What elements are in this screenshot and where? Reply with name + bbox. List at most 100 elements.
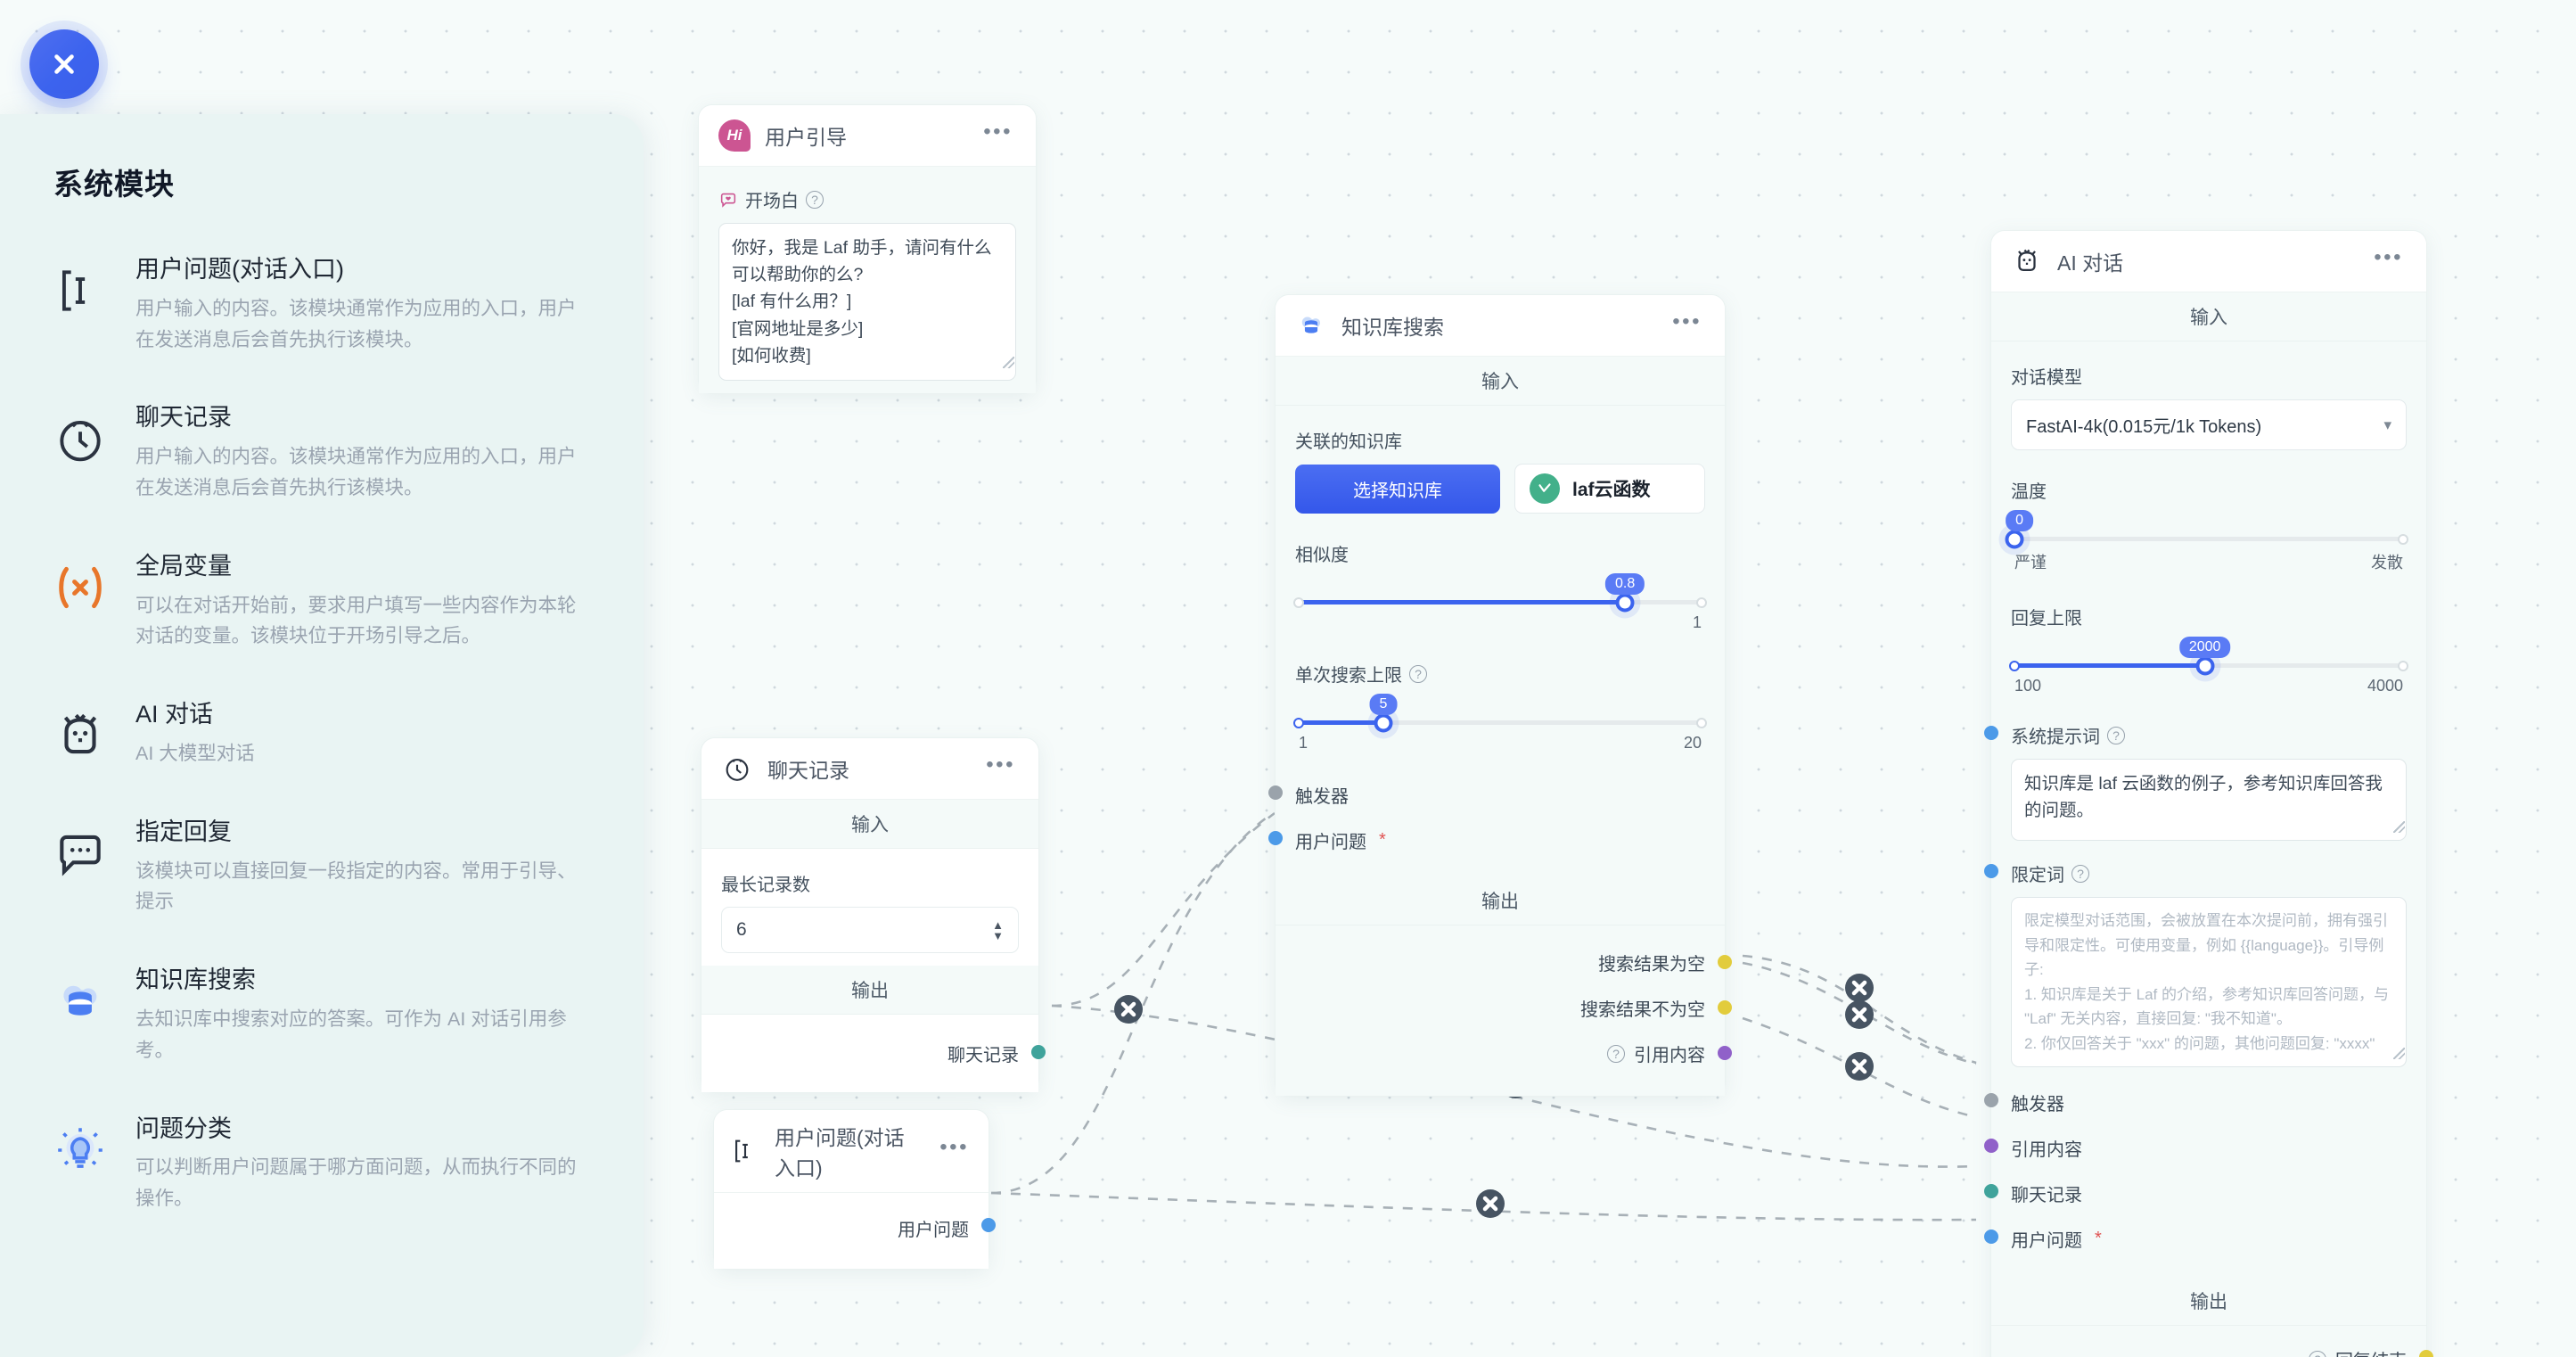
slider-max-label: 发散 bbox=[2371, 554, 2403, 572]
node-header[interactable]: 聊天记录 ••• bbox=[701, 738, 1038, 800]
similarity-slider[interactable]: 0.8 1 bbox=[1293, 573, 1707, 639]
node-menu-icon[interactable]: ••• bbox=[1672, 308, 1702, 333]
port-trigger[interactable] bbox=[1984, 1093, 1998, 1108]
temperature-slider[interactable]: 0 严谨 发散 bbox=[2005, 510, 2408, 580]
system-prompt-input[interactable]: 知识库是 laf 云函数的例子，参考知识库回答我的问题。 bbox=[2011, 759, 2407, 841]
edge-delete-icon bbox=[1476, 1189, 1505, 1218]
help-icon[interactable]: ? bbox=[1409, 664, 1427, 683]
slider-handle[interactable] bbox=[1374, 713, 1393, 732]
node-header[interactable]: AI 对话 ••• bbox=[1991, 231, 2426, 292]
field-label: 最长记录数 bbox=[721, 876, 810, 895]
slider-track[interactable]: 0.8 bbox=[1293, 573, 1707, 612]
output-port-row[interactable]: 聊天记录 bbox=[721, 1031, 1046, 1076]
resize-handle-icon[interactable] bbox=[2393, 1048, 2405, 1060]
max-records-value: 6 bbox=[736, 919, 747, 940]
slider-track[interactable]: 0 bbox=[2005, 510, 2408, 548]
input-port-row-quote[interactable]: 引用内容 bbox=[1984, 1125, 2407, 1171]
field-label-qualifier-row: 限定词 ? bbox=[1984, 860, 2407, 886]
slider-handle[interactable] bbox=[2005, 530, 2024, 548]
node-user-question[interactable]: 用户问题(对话入口) ••• 用户问题 bbox=[713, 1109, 996, 1270]
resize-handle-icon[interactable] bbox=[1003, 357, 1014, 369]
input-port-row-chat-history[interactable]: 聊天记录 bbox=[1984, 1171, 2407, 1216]
sidebar-item-specified-reply[interactable]: 指定回复 该模块可以直接回复一段指定的内容。常用于引导、提示 bbox=[32, 793, 608, 941]
port-search-empty[interactable] bbox=[1718, 955, 1732, 969]
sidebar-item-kb-search[interactable]: 知识库搜索 去知识库中搜索对应的答案。可作为 AI 对话引用参考。 bbox=[32, 941, 608, 1089]
welcome-text-input[interactable]: 你好，我是 Laf 助手，请问有什么可以帮助你的么? [laf 有什么用？] [… bbox=[718, 223, 1016, 382]
port-user-question[interactable] bbox=[981, 1218, 996, 1232]
input-port-row-user-question[interactable]: 用户问题* bbox=[1984, 1216, 2407, 1270]
node-title: AI 对话 bbox=[2057, 251, 2124, 275]
node-title: 知识库搜索 bbox=[1341, 316, 1444, 339]
port-reply-end[interactable] bbox=[2419, 1350, 2433, 1357]
output-band: 输出 bbox=[1276, 876, 1725, 925]
model-select[interactable]: FastAI-4k(0.015元/1k Tokens) ▾ bbox=[2011, 399, 2407, 450]
node-header[interactable]: Hi 用户引导 ••• bbox=[699, 105, 1036, 167]
node-header[interactable]: 知识库搜索 ••• bbox=[1276, 295, 1725, 357]
max-tokens-slider[interactable]: 2000 100 4000 bbox=[2009, 637, 2408, 703]
port-quote-content[interactable] bbox=[1984, 1139, 1998, 1154]
stepper-arrows-icon[interactable]: ▲▼ bbox=[992, 917, 1004, 942]
port-trigger[interactable] bbox=[1268, 785, 1283, 800]
kb-tag-label: laf云函数 bbox=[1572, 480, 1651, 500]
field-label-sys-prompt: 系统提示词 bbox=[2011, 728, 2100, 747]
select-kb-button[interactable]: 选择知识库 bbox=[1295, 464, 1500, 514]
slider-handle[interactable] bbox=[2195, 656, 2215, 675]
module-name: 知识库搜索 bbox=[135, 966, 256, 994]
node-menu-icon[interactable]: ••• bbox=[939, 1134, 969, 1159]
input-port-row-user-question[interactable]: 用户问题* bbox=[1268, 818, 1705, 871]
resize-handle-icon[interactable] bbox=[2393, 821, 2405, 833]
node-user-guide[interactable]: Hi 用户引导 ••• 开场白 ? 你好，我是 Laf 助手，请问有什么可以帮助… bbox=[698, 104, 1037, 395]
port-quote-content[interactable] bbox=[1718, 1046, 1732, 1060]
node-chat-history[interactable]: 聊天记录 ••• 输入 最长记录数 6 ▲▼ 输出 聊天记录 bbox=[701, 737, 1046, 1093]
kb-selector-row: 选择知识库 laf云函数 bbox=[1295, 464, 1705, 514]
input-port-row-trigger[interactable]: 触发器 bbox=[1268, 772, 1705, 818]
help-icon[interactable]: ? bbox=[2107, 726, 2125, 744]
node-menu-icon[interactable]: ••• bbox=[2374, 244, 2403, 269]
database-icon bbox=[1295, 309, 1327, 341]
node-ai-chat[interactable]: AI 对话 ••• 输入 对话模型 FastAI-4k(0.015元/1k To… bbox=[1984, 230, 2433, 1357]
database-icon bbox=[50, 971, 111, 1032]
close-button[interactable] bbox=[29, 29, 99, 99]
port-qualifier[interactable] bbox=[1984, 864, 1998, 878]
sidebar-item-ai-chat[interactable]: AI 对话 AI 大模型对话 bbox=[32, 675, 608, 793]
slider-handle[interactable] bbox=[1615, 593, 1635, 612]
help-icon[interactable]: ? bbox=[2309, 1350, 2326, 1357]
output-port-row-reply-end[interactable]: ? 回复结束 bbox=[2011, 1336, 2433, 1357]
output-port-label: 引用内容 bbox=[1634, 1046, 1705, 1065]
input-port-row-trigger[interactable]: 触发器 bbox=[1984, 1080, 2407, 1125]
max-records-stepper[interactable]: 6 ▲▼ bbox=[721, 907, 1019, 953]
slider-range: 100 4000 bbox=[2014, 677, 2403, 695]
port-chat-history[interactable] bbox=[1984, 1184, 1998, 1199]
node-menu-icon[interactable]: ••• bbox=[986, 752, 1015, 777]
output-port-label: 用户问题 bbox=[898, 1221, 969, 1240]
output-port-row[interactable]: 用户问题 bbox=[734, 1205, 996, 1251]
node-header[interactable]: 用户问题(对话入口) ••• bbox=[714, 1110, 989, 1193]
slider-track[interactable]: 5 bbox=[1293, 694, 1707, 732]
sidebar-item-global-variable[interactable]: 全局变量 可以在对话开始前，要求用户填写一些内容作为本轮对话的变量。该模块位于开… bbox=[32, 527, 608, 675]
sidebar-item-chat-history[interactable]: 聊天记录 用户输入的内容。该模块通常作为应用的入口，用户在发送消息后会首先执行该… bbox=[32, 378, 608, 526]
sidebar-item-question-classify[interactable]: 问题分类 可以判断用户问题属于哪方面问题，从而执行不同的操作。 bbox=[32, 1090, 608, 1238]
module-desc: 可以判断用户问题属于哪方面问题，从而执行不同的操作。 bbox=[135, 1156, 577, 1210]
port-search-not-empty[interactable] bbox=[1718, 1000, 1732, 1015]
help-icon[interactable]: ? bbox=[2071, 864, 2089, 883]
module-name: 全局变量 bbox=[135, 552, 232, 580]
qualifier-input[interactable]: 限定模型对话范围，会被放置在本次提问前，拥有强引导和限定性。可使用变量，例如 {… bbox=[2011, 897, 2407, 1068]
help-icon[interactable]: ? bbox=[1607, 1044, 1625, 1063]
output-port-row-not-empty[interactable]: 搜索结果不为空 bbox=[1295, 985, 1732, 1031]
port-user-question[interactable] bbox=[1984, 1230, 1998, 1245]
output-port-row-empty[interactable]: 搜索结果为空 bbox=[1295, 940, 1732, 985]
limit-slider[interactable]: 5 1 20 bbox=[1293, 694, 1707, 760]
port-chat-history[interactable] bbox=[1031, 1045, 1046, 1059]
node-kb-search[interactable]: 知识库搜索 ••• 输入 关联的知识库 选择知识库 laf云函数 相似度 bbox=[1268, 294, 1732, 1097]
node-menu-icon[interactable]: ••• bbox=[983, 119, 1013, 144]
slider-track[interactable]: 2000 bbox=[2009, 637, 2408, 675]
input-band: 输入 bbox=[701, 800, 1038, 849]
port-system-prompt[interactable] bbox=[1984, 726, 1998, 740]
field-label-qualifier: 限定词 bbox=[2011, 866, 2064, 885]
sidebar-item-user-question[interactable]: 用户问题(对话入口) 用户输入的内容。该模块通常作为应用的入口，用户在发送消息后… bbox=[32, 230, 608, 378]
help-icon[interactable]: ? bbox=[806, 190, 824, 209]
output-port-row-quote[interactable]: ? 引用内容 bbox=[1295, 1031, 1732, 1076]
port-user-question[interactable] bbox=[1268, 831, 1283, 845]
kb-tag[interactable]: laf云函数 bbox=[1514, 464, 1705, 514]
